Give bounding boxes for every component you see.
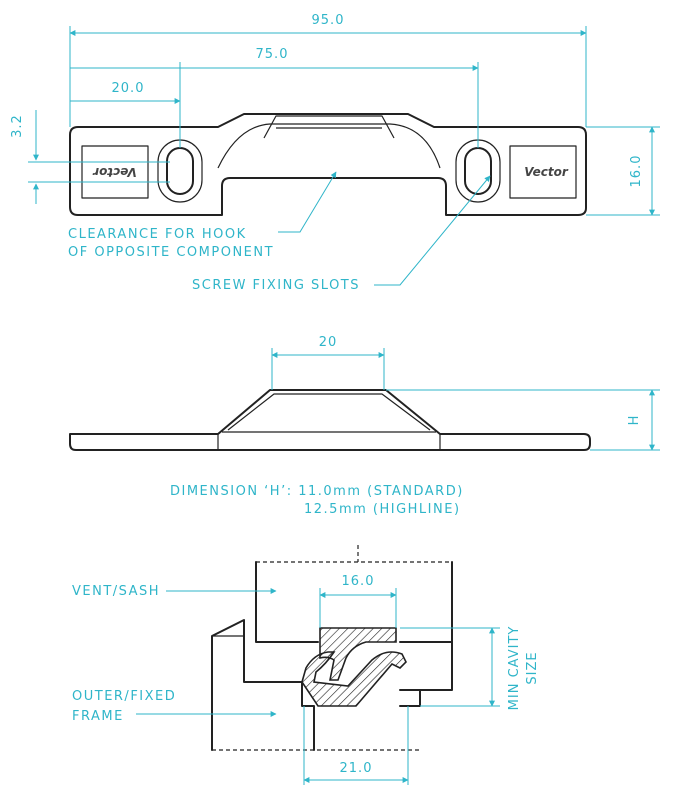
label-clearance-line1: CLEARANCE FOR HOOK	[68, 227, 247, 242]
hook-top-slot	[263, 115, 395, 139]
logo-right: Vector	[524, 165, 569, 179]
label-vent-sash: VENT/SASH	[72, 584, 160, 599]
vent-sash-profile	[255, 561, 453, 691]
slot-left	[166, 147, 194, 195]
dim-cavity-line1: MIN CAVITY	[507, 626, 522, 711]
logo-left: Vector	[92, 165, 137, 179]
dim-height: 16.0	[629, 155, 644, 188]
note-dimension-h-line1: DIMENSION ‘H’: 11.0mm (STANDARD)	[170, 484, 464, 499]
dim-section-top-width: 16.0	[342, 574, 375, 589]
section-view: 16.0 21.0 MIN CAVITY SIZE VENT/SASH OUTE…	[72, 545, 540, 785]
label-outer-frame-line1: OUTER/FIXED	[72, 689, 176, 704]
logo-box-left	[81, 145, 149, 199]
dim-edge-to-slot: 20.0	[112, 81, 145, 96]
plan-view: Vector Vector 95.0 75.0 20.0 3.2 16.0	[10, 13, 660, 293]
dim-offset: 3.2	[10, 114, 25, 138]
dim-section-bottom-width: 21.0	[340, 761, 373, 776]
side-view: 20 H DIMENSION ‘H’: 11.0mm (STANDARD) 12…	[69, 335, 660, 517]
slot-left-outer	[157, 139, 203, 203]
dim-side-top-width: 20	[319, 335, 338, 350]
slot-right	[464, 147, 492, 195]
dim-side-height: H	[627, 415, 642, 426]
dim-cavity-line2: SIZE	[525, 651, 540, 684]
label-clearance-line2: OF OPPOSITE COMPONENT	[68, 245, 274, 260]
plate-outline	[69, 113, 587, 216]
hook-arch	[217, 123, 441, 169]
label-outer-frame-line2: FRAME	[72, 709, 124, 724]
slot-right-outer	[455, 139, 501, 203]
label-screw-slots: SCREW FIXING SLOTS	[192, 278, 360, 293]
logo-box-right	[509, 145, 577, 199]
side-outline	[69, 389, 591, 451]
dim-slot-centres: 75.0	[256, 47, 289, 62]
outer-frame-profile	[211, 619, 315, 751]
dim-overall-length: 95.0	[312, 13, 345, 28]
note-dimension-h-line2: 12.5mm (HIGHLINE)	[304, 502, 461, 517]
keep-section-lower	[301, 651, 407, 707]
